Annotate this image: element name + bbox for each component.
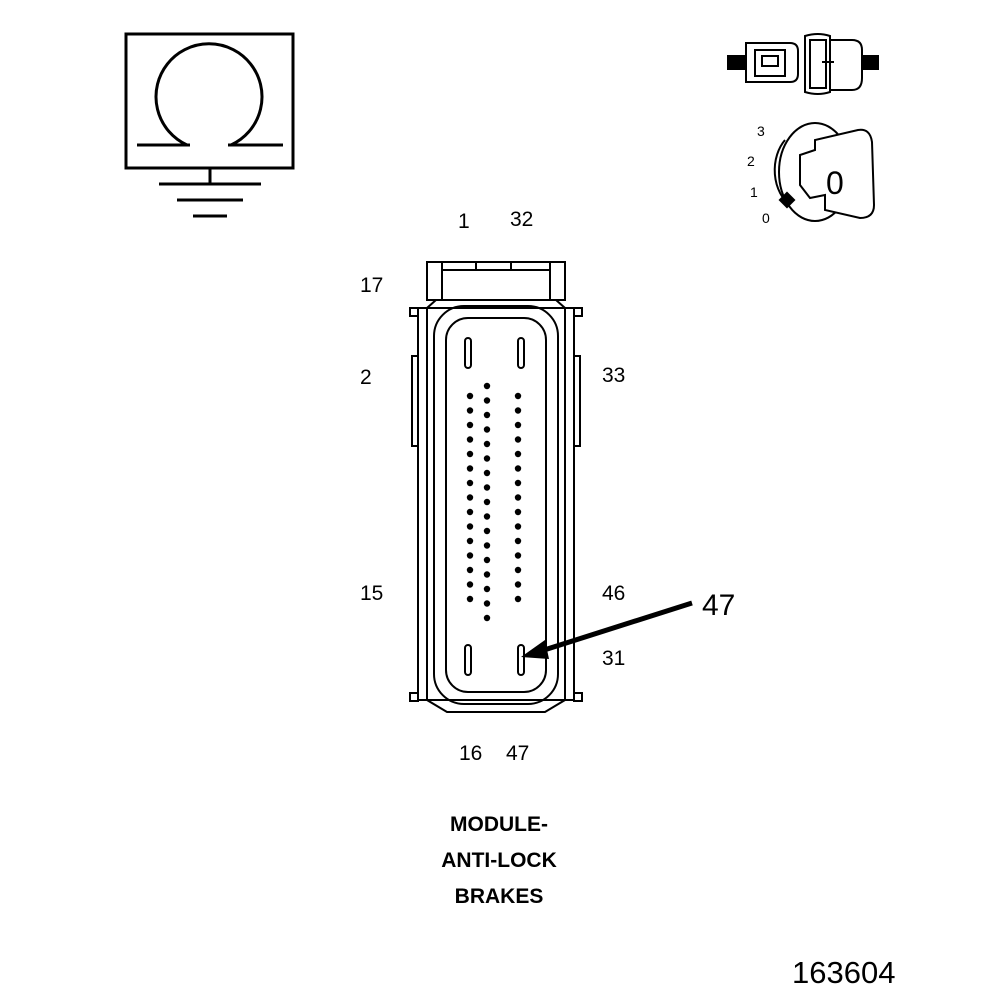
pin-label-17: 17 (360, 274, 383, 297)
pin-label-46: 46 (602, 582, 625, 605)
callout-arrow-icon (521, 600, 693, 659)
pin-contact (514, 465, 522, 472)
pin-label-32: 32 (510, 208, 533, 231)
pin-contact (483, 397, 491, 404)
pin-contact (483, 614, 491, 622)
pin-contact (466, 407, 474, 414)
ignition-switch-icon (773, 122, 876, 222)
pin-contact (514, 523, 522, 530)
connector-pin-grid (466, 382, 522, 622)
pin-contact (514, 595, 522, 603)
pin-contact (514, 436, 522, 443)
callout-label: 47 (702, 589, 735, 622)
pin-contact (514, 508, 522, 516)
pin-label-16: 16 (459, 742, 482, 765)
pin-contact (514, 392, 522, 400)
pin-contact (483, 382, 491, 390)
pin-contact (466, 523, 474, 530)
pin-contact (483, 498, 491, 506)
pin-contact (514, 537, 522, 545)
pin-contact (483, 440, 491, 448)
pin-contact (483, 600, 491, 607)
ignition-position-0: 0 (762, 210, 770, 226)
title-line-1: MODULE- (450, 813, 548, 836)
pin-contact (466, 552, 474, 559)
pin-contact (514, 552, 522, 559)
pin-contact (483, 484, 491, 491)
figure-number: 163604 (792, 955, 895, 990)
ignition-position-3: 3 (757, 123, 765, 139)
pin-contact (514, 479, 522, 487)
pin-contact (466, 450, 474, 458)
pin-contact (466, 595, 474, 603)
pin-contact (483, 469, 491, 477)
pin-contact (483, 527, 491, 535)
pin-label-47: 47 (506, 742, 529, 765)
ignition-key-label: 0 (826, 165, 844, 201)
pin-contact (483, 426, 491, 433)
pin-contact (483, 571, 491, 578)
pin-label-15: 15 (360, 582, 383, 605)
pin-contact (466, 421, 474, 429)
pin-contact (466, 436, 474, 443)
pin-contact (483, 455, 491, 462)
ignition-position-1: 1 (750, 184, 758, 200)
pin-label-2: 2 (360, 366, 372, 389)
pin-contact (466, 494, 474, 501)
connector-plug-icon (727, 33, 879, 95)
ohmmeter-ground-icon (124, 32, 295, 218)
pin-contact (466, 392, 474, 400)
pin-contact (514, 566, 522, 574)
pin-label-1: 1 (458, 210, 470, 233)
connector-body (409, 261, 583, 713)
pin-contact (483, 542, 491, 549)
pin-contact (514, 450, 522, 458)
pin-contact (514, 407, 522, 414)
pin-contact (466, 581, 474, 588)
pin-contact (466, 566, 474, 574)
pin-contact (514, 494, 522, 501)
pin-label-33: 33 (602, 364, 625, 387)
pin-contact (514, 421, 522, 429)
ignition-position-2: 2 (747, 153, 755, 169)
title-line-3: BRAKES (455, 885, 544, 908)
pin-contact (483, 411, 491, 419)
pin-contact (483, 556, 491, 564)
title-line-2: ANTI-LOCK (441, 849, 556, 872)
pin-contact (466, 479, 474, 487)
pin-contact (466, 465, 474, 472)
pin-contact (483, 513, 491, 520)
pin-contact (483, 585, 491, 593)
pin-contact (466, 537, 474, 545)
pin-contact (514, 581, 522, 588)
pin-contact (466, 508, 474, 516)
pin-label-31: 31 (602, 647, 625, 670)
